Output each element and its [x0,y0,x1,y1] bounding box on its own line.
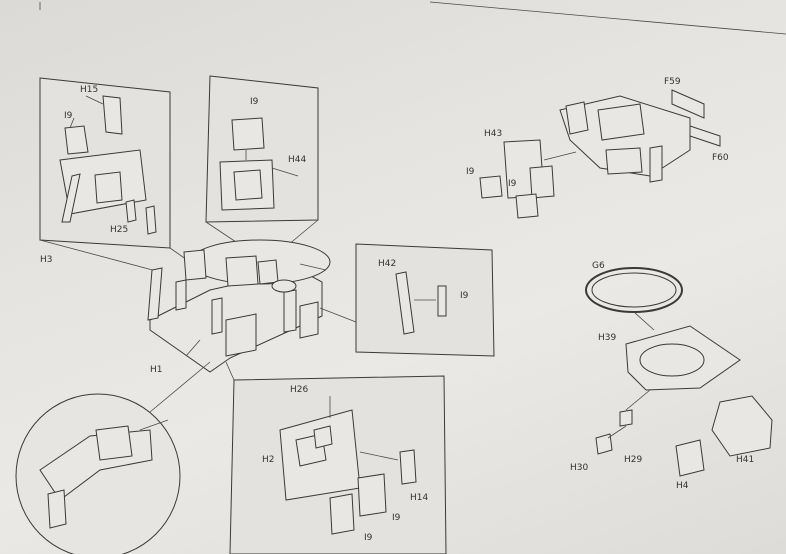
turret-rear-assembly [479,89,721,219]
main-turret-assembly [147,239,331,373]
label-h4: H4 [676,481,689,491]
leader-line [225,361,235,381]
leader-line [319,307,357,323]
label-h25-left: H25 [110,225,128,235]
label-i9-center-top: I9 [250,97,259,107]
inset-box-turret-top [205,75,319,223]
inset-box-hatch [355,243,495,357]
label-i9-far-a: I9 [466,167,475,177]
label-h44: H44 [288,155,306,165]
turret-ring-assembly [585,267,773,477]
inset-box-mantlet [229,375,447,554]
label-h1: H1 [150,365,163,375]
label-i9-bottom-a: I9 [392,513,401,523]
label-h41: H41 [736,455,754,465]
label-i9-bottom-b: I9 [364,533,373,543]
label-h29: H29 [624,455,642,465]
label-h2: H2 [262,455,275,465]
label-h42: H42 [378,259,396,269]
label-h3-left: H3 [40,255,53,265]
label-h15: H15 [80,85,98,95]
label-i9-top-left: I9 [64,111,73,121]
label-i9-far-b: I9 [508,179,517,189]
leader-line [39,239,161,273]
label-f59: F59 [664,77,681,87]
label-h26: H26 [290,385,308,395]
inset-box-turret-left [39,77,171,249]
detail-circle [15,393,181,554]
label-h30: H30 [570,463,588,473]
label-g6: G6 [592,261,605,271]
label-f60: F60 [712,153,729,163]
label-h39: H39 [598,333,616,343]
label-h43: H43 [484,129,502,139]
label-i9-right-box: I9 [460,291,469,301]
page-border-top [429,1,786,35]
label-h14: H14 [410,493,428,503]
leader-line [149,361,211,413]
